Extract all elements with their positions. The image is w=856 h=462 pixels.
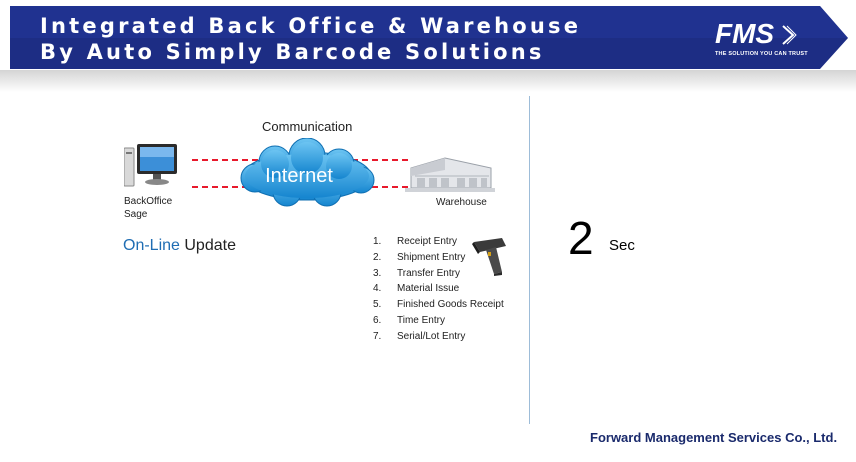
timing-unit: Sec [609, 237, 635, 254]
timing-value: 2 [568, 212, 594, 264]
online-rest: Update [179, 237, 236, 254]
online-highlight: On-Line [123, 237, 180, 254]
logo-tagline: THE SOLUTION YOU CAN TRUST [715, 51, 808, 57]
pc-label-line-1: BackOffice [124, 196, 173, 207]
warehouse-icon [405, 157, 495, 192]
footer-company: Forward Management Services Co., Ltd. [590, 430, 838, 445]
computer-icon [124, 144, 177, 187]
barcode-steps-list: 1.Receipt Entry 2.Shipment Entry 3.Trans… [373, 234, 504, 345]
list-item: 2.Shipment Entry [373, 251, 466, 263]
fms-logo: FMS THE SOLUTION YOU CAN TRUST [713, 18, 808, 58]
list-item: 3.Transfer Entry [373, 267, 460, 279]
banner-shape [10, 6, 848, 69]
internet-cloud-icon: Internet [240, 138, 375, 207]
pc-label-line-2: Sage [124, 209, 148, 220]
banner-title-line-1: Integrated Back Office & Warehouse [40, 14, 582, 38]
backoffice-label: BackOffice Sage [124, 195, 172, 221]
vertical-divider [529, 96, 530, 424]
banner-title-line-2: By Auto Simply Barcode Solutions [40, 40, 545, 64]
header-banner: Integrated Back Office & Warehouse By Au… [0, 0, 856, 70]
logo-chevron-icon [782, 25, 797, 45]
list-item: 6.Time Entry [373, 314, 445, 326]
list-item: 1.Receipt Entry [373, 236, 458, 247]
list-item: 5.Finished Goods Receipt [373, 299, 504, 311]
logo-text: FMS [715, 18, 775, 49]
warehouse-label: Warehouse [436, 197, 487, 208]
communication-label: Communication [262, 119, 353, 134]
barcode-scanner-icon [472, 238, 506, 276]
cloud-label: Internet [265, 165, 333, 187]
list-item: 4.Material Issue [373, 283, 460, 295]
list-item: 7.Serial/Lot Entry [373, 330, 466, 342]
banner-shadow [0, 70, 856, 92]
online-update-heading: On-Line Update [123, 237, 236, 255]
